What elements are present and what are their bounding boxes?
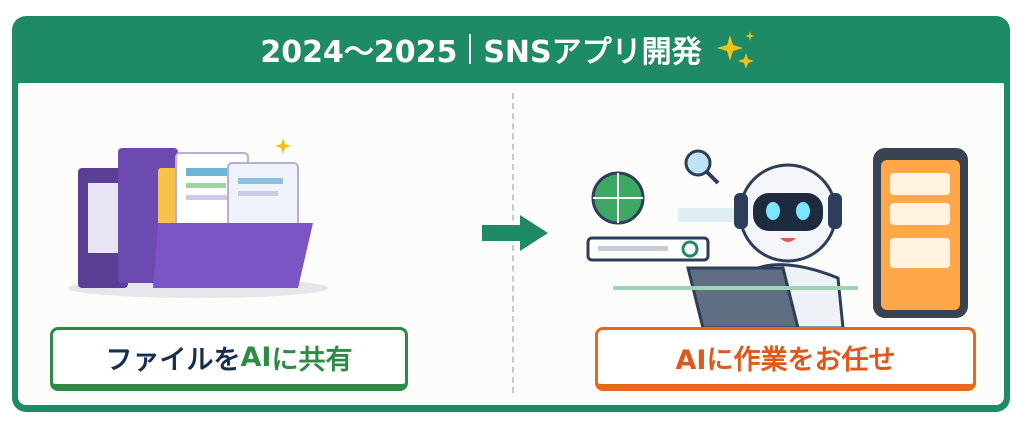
ai-robot-illustration	[586, 148, 968, 328]
title-separator	[469, 34, 472, 64]
label-text-delegate: AIに作業をお任せ	[675, 344, 896, 376]
label-text-ai: AI	[240, 341, 272, 373]
title-years: 2024〜2025	[260, 35, 458, 70]
title-project: SNSアプリ開発	[483, 35, 702, 70]
banner-frame: 2024〜2025 SNSアプリ開発	[12, 16, 1010, 412]
banner-title: 2024〜2025 SNSアプリ開発	[12, 16, 1010, 82]
delegate-work-to-ai-label: AIに作業をお任せ	[595, 327, 976, 391]
divider	[512, 93, 514, 393]
label-text-files: ファイルを	[105, 344, 241, 376]
folder-files-illustration	[68, 138, 328, 298]
arrow-right-icon	[482, 215, 548, 251]
label-text-share: に共有	[271, 344, 353, 376]
sparkle-icon	[716, 31, 755, 69]
